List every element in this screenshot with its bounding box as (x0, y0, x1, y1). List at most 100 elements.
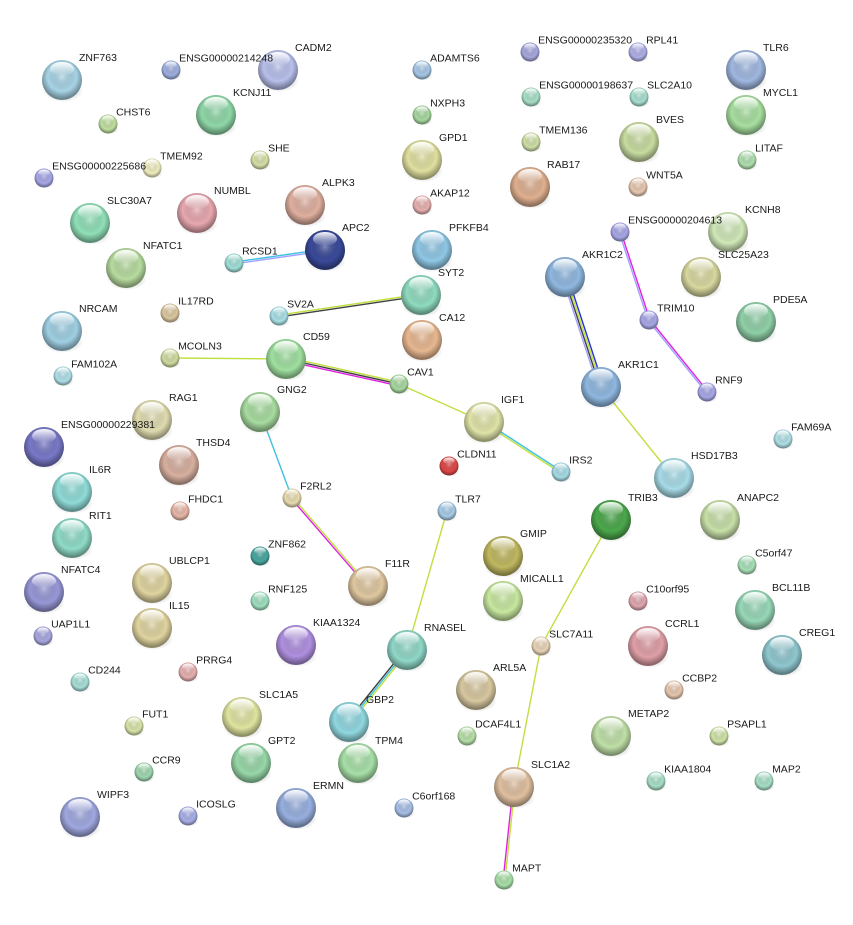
node-il6r[interactable] (52, 472, 93, 514)
node-wnt5a[interactable] (628, 177, 649, 198)
node-rab17[interactable] (510, 167, 551, 209)
node-cadm2[interactable] (258, 50, 299, 92)
node-c10orf95[interactable] (628, 591, 649, 612)
node-rcsd1[interactable] (224, 253, 245, 274)
edge-sv2a-syt2[interactable] (278, 293, 422, 318)
node-akap12[interactable] (412, 195, 433, 216)
node-icoslg[interactable] (178, 806, 199, 827)
node-metap2[interactable] (591, 716, 632, 758)
node-cav1[interactable] (389, 374, 410, 395)
node-she[interactable] (250, 150, 271, 171)
node-igf1[interactable] (464, 402, 505, 444)
node-mapt[interactable] (494, 870, 515, 891)
node-akr1c1[interactable] (581, 367, 622, 409)
node-chst6[interactable] (98, 114, 119, 135)
node-kcnj11[interactable] (196, 95, 237, 137)
node-slc25a23[interactable] (681, 257, 722, 299)
node-bcl11b[interactable] (735, 590, 776, 632)
node-slc30a7[interactable] (70, 203, 111, 245)
node-fam102a[interactable] (53, 366, 74, 387)
node-tlr7[interactable] (437, 501, 458, 522)
node-trib3[interactable] (591, 500, 632, 542)
node-fam69a[interactable] (773, 429, 794, 450)
node-nrcam[interactable] (42, 311, 83, 353)
node-prrg4[interactable] (178, 662, 199, 683)
node-trim10[interactable] (639, 310, 660, 331)
node-rnasel[interactable] (387, 630, 428, 672)
node-anapc2[interactable] (700, 500, 741, 542)
node-nfatc4[interactable] (24, 572, 65, 614)
node-rpl41[interactable] (628, 42, 649, 63)
node-rnf125[interactable] (250, 591, 271, 612)
node-gpd1[interactable] (402, 140, 443, 182)
node-pde5a[interactable] (736, 302, 777, 344)
node-kcnh8[interactable] (708, 212, 749, 254)
node-slc7a11[interactable] (531, 636, 552, 657)
edge-slc7a11-slc1a2[interactable] (513, 645, 542, 788)
node-rit1[interactable] (52, 518, 93, 560)
node-syt2[interactable] (401, 275, 442, 317)
node-adamts6[interactable] (412, 60, 433, 81)
edge-trib3-slc7a11[interactable] (540, 519, 612, 647)
node-alpk3[interactable] (285, 185, 326, 227)
node-nxph3[interactable] (412, 105, 433, 126)
node-f2rl2[interactable] (282, 488, 303, 509)
node-nfatc1[interactable] (106, 248, 147, 290)
node-litaf[interactable] (737, 150, 758, 171)
node-slc2a10[interactable] (629, 87, 650, 108)
node-numbl[interactable] (177, 193, 218, 235)
node-ca12[interactable] (402, 320, 443, 362)
node-cldn11[interactable] (439, 456, 460, 477)
node-ccbp2[interactable] (664, 680, 685, 701)
edge-trim10-rnf9[interactable] (647, 318, 709, 394)
node-kiaa1804[interactable] (646, 771, 667, 792)
edge-tlr7-rnasel[interactable] (406, 510, 448, 651)
node-tmem92[interactable] (142, 158, 163, 179)
node-kiaa1324[interactable] (276, 625, 317, 667)
node-il15[interactable] (132, 608, 173, 650)
node-ermn[interactable] (276, 788, 317, 830)
node-sv2a[interactable] (269, 306, 290, 327)
node-fut1[interactable] (124, 716, 145, 737)
node-micall1[interactable] (483, 581, 524, 623)
node-c5orf47[interactable] (737, 555, 758, 576)
node-ensg00000225686[interactable] (34, 168, 55, 189)
node-bves[interactable] (619, 122, 660, 164)
node-irs2[interactable] (551, 462, 572, 483)
node-ccrl1[interactable] (628, 626, 669, 668)
node-gng2[interactable] (240, 392, 281, 434)
node-tpm4[interactable] (338, 743, 379, 785)
node-pfkfb4[interactable] (412, 230, 453, 272)
node-arl5a[interactable] (456, 670, 497, 712)
node-gbp2[interactable] (329, 702, 370, 744)
node-map2[interactable] (754, 771, 775, 792)
node-apc2[interactable] (305, 230, 346, 272)
node-slc1a2[interactable] (494, 767, 535, 809)
node-ensg00000214248[interactable] (161, 60, 182, 81)
node-cd59[interactable] (266, 339, 307, 381)
node-psapl1[interactable] (709, 726, 730, 747)
node-znf763[interactable] (42, 60, 83, 102)
node-ensg00000198637[interactable] (521, 87, 542, 108)
node-creg1[interactable] (762, 635, 803, 677)
node-ensg00000235320[interactable] (520, 42, 541, 63)
node-tlr6[interactable] (726, 50, 767, 92)
node-cd244[interactable] (70, 672, 91, 693)
node-dcaf4l1[interactable] (457, 726, 478, 747)
node-mycl1[interactable] (726, 95, 767, 137)
node-mcoln3[interactable] (160, 348, 181, 369)
node-il17rd[interactable] (160, 303, 181, 324)
edge-ensg00000204613-trim10[interactable] (618, 231, 651, 321)
node-rag1[interactable] (132, 400, 173, 442)
node-hsd17b3[interactable] (654, 458, 695, 500)
node-ensg00000204613[interactable] (610, 222, 631, 243)
node-gmip[interactable] (483, 536, 524, 578)
node-uap1l1[interactable] (33, 626, 54, 647)
node-ccr9[interactable] (134, 762, 155, 783)
node-ensg00000229381[interactable] (24, 427, 65, 469)
node-wipf3[interactable] (60, 797, 101, 839)
node-c6orf168[interactable] (394, 798, 415, 819)
node-akr1c2[interactable] (545, 257, 586, 299)
node-ublcp1[interactable] (132, 563, 173, 605)
node-tmem136[interactable] (521, 132, 542, 153)
